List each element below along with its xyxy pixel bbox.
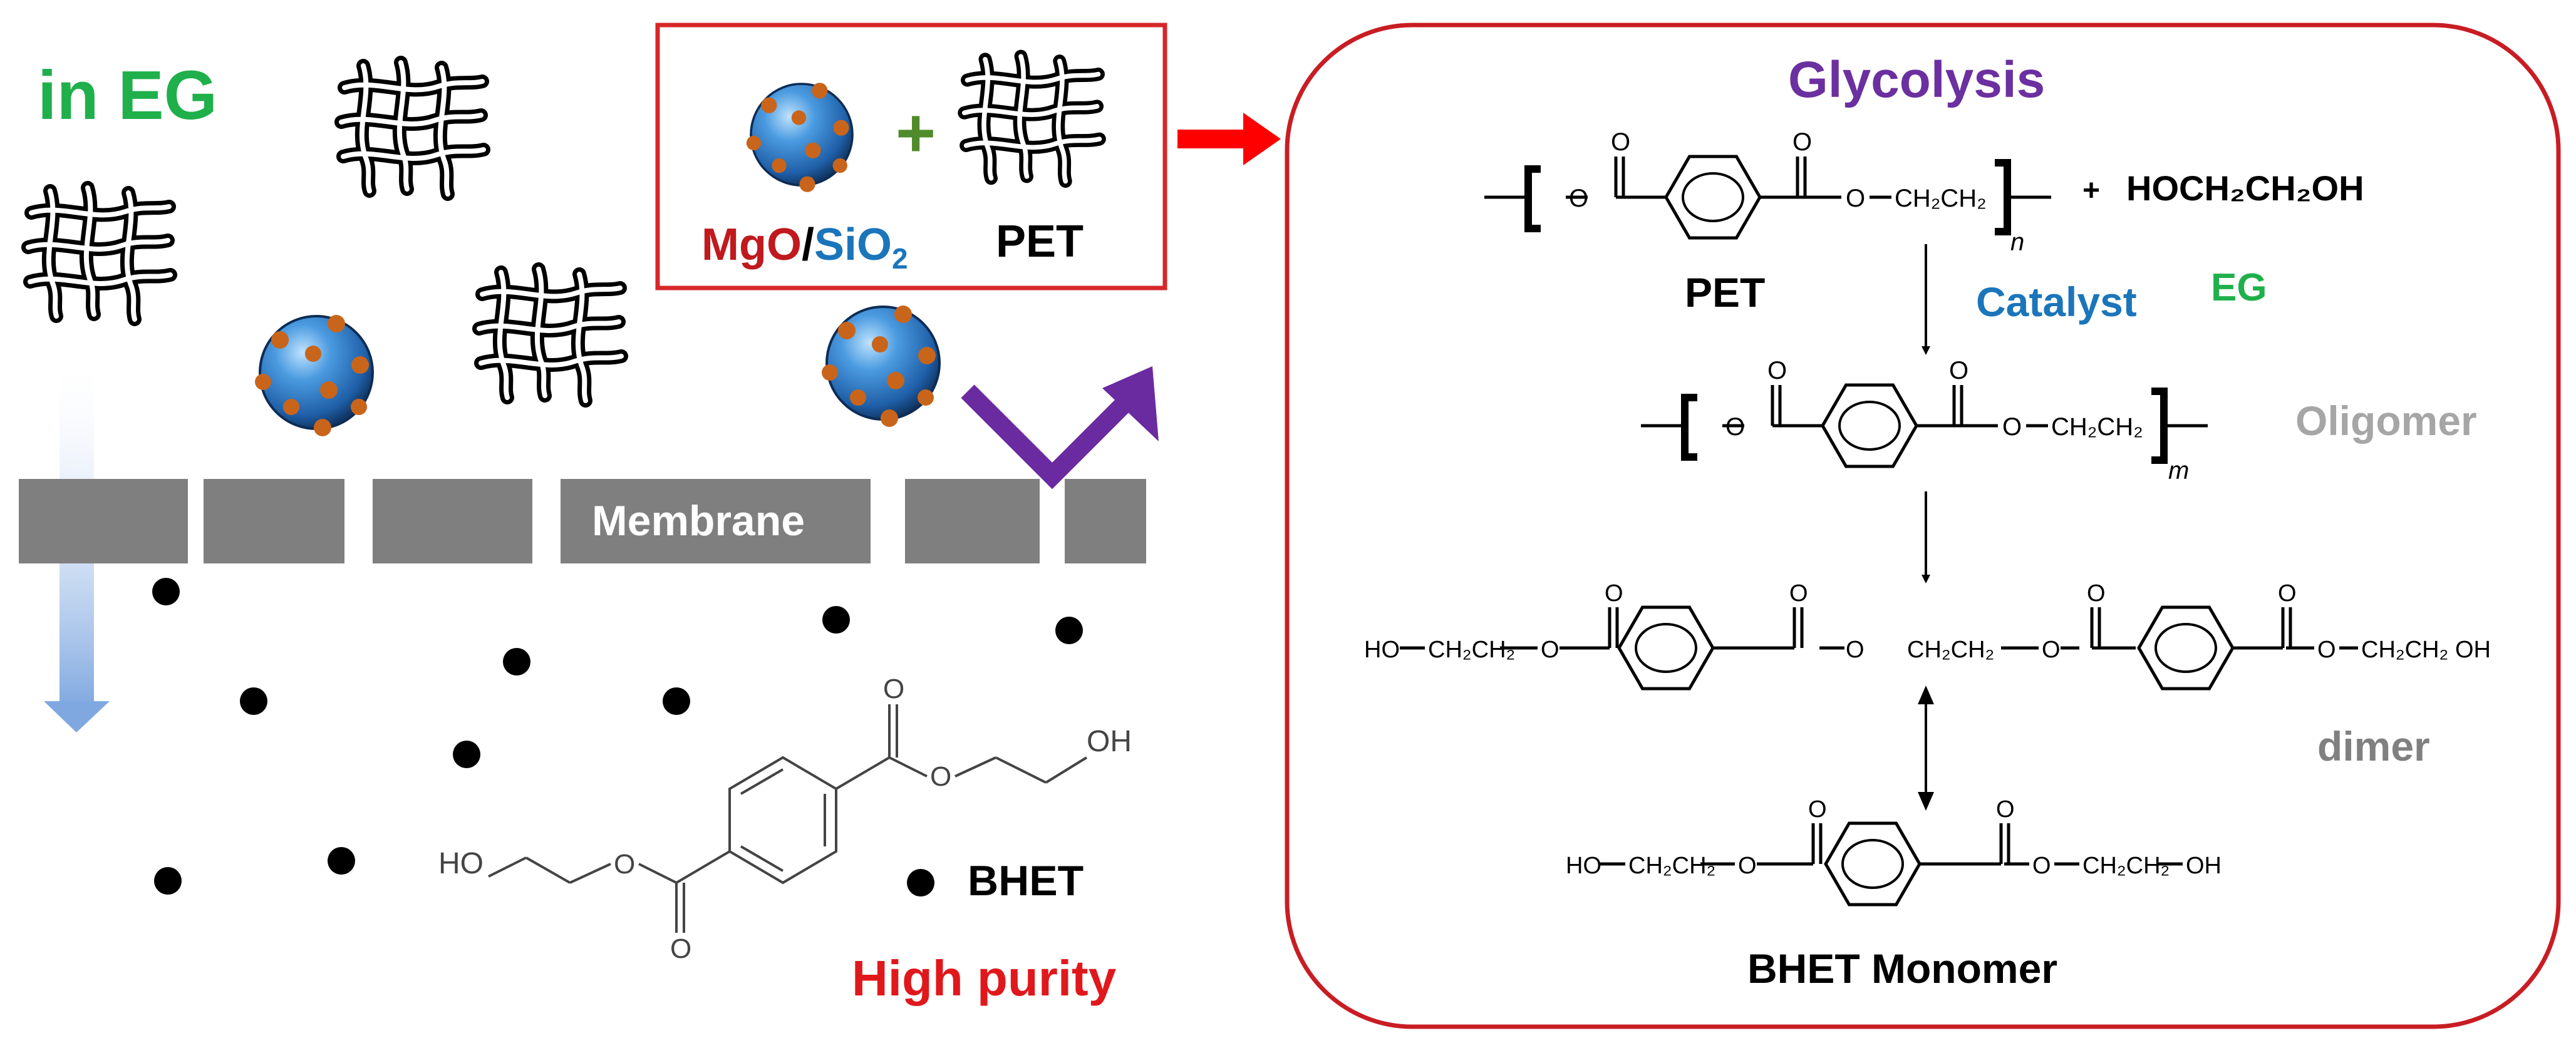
atom-o: O: [2087, 580, 2106, 607]
bhet-dot: [907, 869, 934, 896]
reactants-legend-box: + MgO/SiO2 PET: [655, 23, 1167, 290]
dimer-structure: [1400, 607, 2358, 689]
dimer-label: dimer: [2317, 723, 2430, 769]
pet-mesh-icon: [479, 269, 621, 401]
ethylene-group: CH₂CH₂: [1628, 853, 1715, 879]
bhet-atom-o: O: [883, 674, 904, 704]
bhet-dot: [663, 687, 690, 715]
ethylene-group: CH₂CH₂: [2082, 853, 2170, 879]
bhet-atom-o: O: [670, 933, 691, 964]
slash-text: /: [802, 220, 814, 270]
atom-o: O: [1541, 637, 1560, 663]
pet-repeat-unit-labels: O O O O CH₂CH₂ n: [1569, 128, 2024, 256]
process-arrow: [1177, 113, 1281, 165]
rejection-arrow: [961, 366, 1159, 490]
atom-o: O: [1569, 185, 1588, 212]
oligomer-structure-labels: O O O O CH₂CH₂ m: [1725, 357, 2189, 485]
mgo-text: MgO: [701, 220, 802, 270]
pet-mesh-icon: [965, 56, 1100, 182]
atom-o: O: [1789, 580, 1808, 607]
subscript-m: m: [2168, 457, 2189, 485]
legend-catalyst-label: MgO/SiO2: [701, 220, 908, 275]
catalyst-label: Catalyst: [1976, 279, 2137, 325]
atom-o: O: [2032, 853, 2051, 879]
bhet-ho: HO: [438, 847, 484, 880]
bhet-dot: [240, 687, 267, 715]
pet-mesh-icon: [341, 63, 484, 194]
plus-sign: +: [2082, 174, 2100, 207]
atom-o: O: [1846, 185, 1865, 212]
catalyst-sphere-icon: [820, 304, 941, 428]
ethylene-group: CH₂CH₂: [1895, 185, 1987, 212]
bhet-dot: [822, 606, 850, 634]
ethylene-group: CH₂CH₂: [2361, 637, 2448, 663]
catalyst-sphere-icon: [254, 314, 374, 438]
atom-o: O: [1725, 413, 1745, 441]
pet-repeat-unit: [1484, 157, 2051, 238]
atom-o: O: [1605, 580, 1623, 607]
bhet-monomer-labels: HO CH₂CH₂ O O O O CH₂CH₂ OH: [1566, 796, 2222, 879]
atom-o: O: [2278, 580, 2297, 607]
catalyst-sphere-icon: [745, 81, 854, 193]
panel-title: Glycolysis: [1788, 51, 2045, 108]
glycolysis-panel: [1285, 23, 2561, 1029]
bhet-oh: OH: [1087, 725, 1132, 758]
subscript-n: n: [2010, 229, 2024, 256]
eg-label: EG: [2211, 266, 2267, 309]
atom-o: O: [1808, 796, 1827, 823]
legend-pet-label: PET: [996, 217, 1084, 267]
bhet-monomer-structure: [1600, 823, 2183, 905]
ethylene-group: CH₂CH₂: [1907, 637, 1994, 663]
atom-o: O: [1949, 357, 1968, 384]
atom-o: O: [1996, 796, 2015, 823]
ethylene-group: CH₂CH₂: [1428, 637, 1515, 663]
hydroxyl-group: OH: [2455, 637, 2491, 663]
pet-mesh-icon: [28, 188, 170, 319]
ethylene-group: CH₂CH₂: [2051, 413, 2143, 441]
hydroxyl-group: OH: [2186, 853, 2222, 879]
bhet-dot: [328, 847, 355, 875]
bhet-atom-o: O: [930, 761, 951, 792]
atom-o: O: [1792, 128, 1812, 156]
eg-formula: HOCH₂CH₂OH: [2126, 168, 2364, 208]
monomer-label: BHET Monomer: [1747, 945, 2057, 992]
bhet-structure: [488, 704, 1088, 933]
membrane-label: Membrane: [592, 497, 805, 545]
dimer-structure-labels: HO CH₂CH₂ O O O O CH₂CH₂ O O O O CH₂CH₂ …: [1364, 580, 2491, 663]
bhet-label: BHET: [968, 857, 1084, 905]
oligomer-structure: [1641, 385, 2208, 466]
solvent-label: in EG: [38, 57, 217, 134]
atom-o: O: [2317, 637, 2336, 663]
bhet-atom-o: O: [614, 849, 635, 880]
atom-o: O: [2042, 637, 2061, 663]
oligomer-label: Oligomer: [2295, 398, 2477, 444]
atom-o: O: [1846, 637, 1865, 663]
atom-o: O: [1738, 853, 1757, 879]
bhet-dot: [1055, 617, 1083, 644]
bhet-dot: [503, 648, 530, 676]
membrane: Membrane: [19, 479, 1146, 563]
bhet-dot: [154, 867, 182, 895]
high-purity-label: High purity: [852, 950, 1117, 1006]
bhet-dot: [152, 578, 180, 605]
sio2-text: SiO: [814, 220, 892, 270]
hydroxyl-group: HO: [1566, 853, 1601, 879]
atom-o: O: [1611, 128, 1630, 156]
plus-sign: +: [896, 95, 936, 172]
bhet-structure-labels: O O OH O O HO: [438, 674, 1132, 964]
hydroxyl-group: HO: [1364, 637, 1400, 663]
atom-o: O: [2002, 413, 2022, 441]
sio2-subscript: 2: [892, 242, 908, 275]
bhet-molecules: [152, 578, 1083, 896]
bhet-dot: [453, 741, 480, 768]
equilibrium-arrow: [1918, 686, 1934, 811]
atom-o: O: [1767, 357, 1787, 384]
pet-label: PET: [1685, 269, 1765, 316]
